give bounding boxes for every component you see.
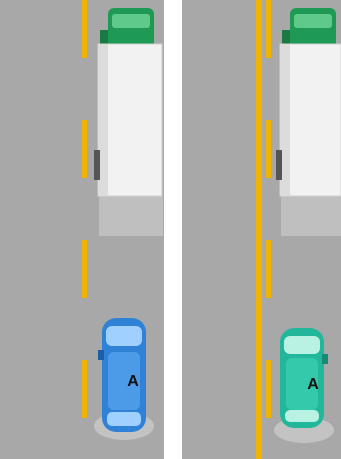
truck-windshield (112, 14, 150, 28)
truck-shadow (281, 196, 341, 236)
car-label: A (127, 373, 139, 390)
truck (276, 8, 341, 236)
car-mirror (322, 354, 328, 364)
right-road-panel: A (182, 0, 341, 459)
truck-mirror (282, 30, 290, 44)
solid-yellow-center-line (256, 0, 262, 459)
right-road-scene: A (182, 0, 341, 459)
line-dash (266, 240, 271, 298)
car-windshield (284, 336, 320, 354)
line-dash (82, 240, 87, 298)
car-windshield (106, 326, 142, 346)
truck-mirror (100, 30, 108, 44)
left-road-panel: A (0, 0, 164, 459)
line-dash (82, 0, 87, 58)
line-dash (266, 360, 271, 418)
truck-shadow (99, 196, 163, 236)
line-dash (82, 120, 87, 178)
car-mirror (98, 350, 104, 360)
line-dash (266, 120, 271, 178)
car-rear-window (285, 410, 319, 422)
line-dash (82, 360, 87, 418)
panel-divider (164, 0, 182, 459)
car-a: A (94, 318, 154, 440)
truck (94, 8, 163, 236)
line-dash (266, 0, 271, 58)
truck-windshield (294, 14, 332, 28)
truck-wheel (94, 150, 100, 180)
car-rear-window (107, 412, 141, 426)
car-label: A (307, 376, 319, 393)
left-road-scene: A (0, 0, 164, 459)
truck-wheel (276, 150, 282, 180)
